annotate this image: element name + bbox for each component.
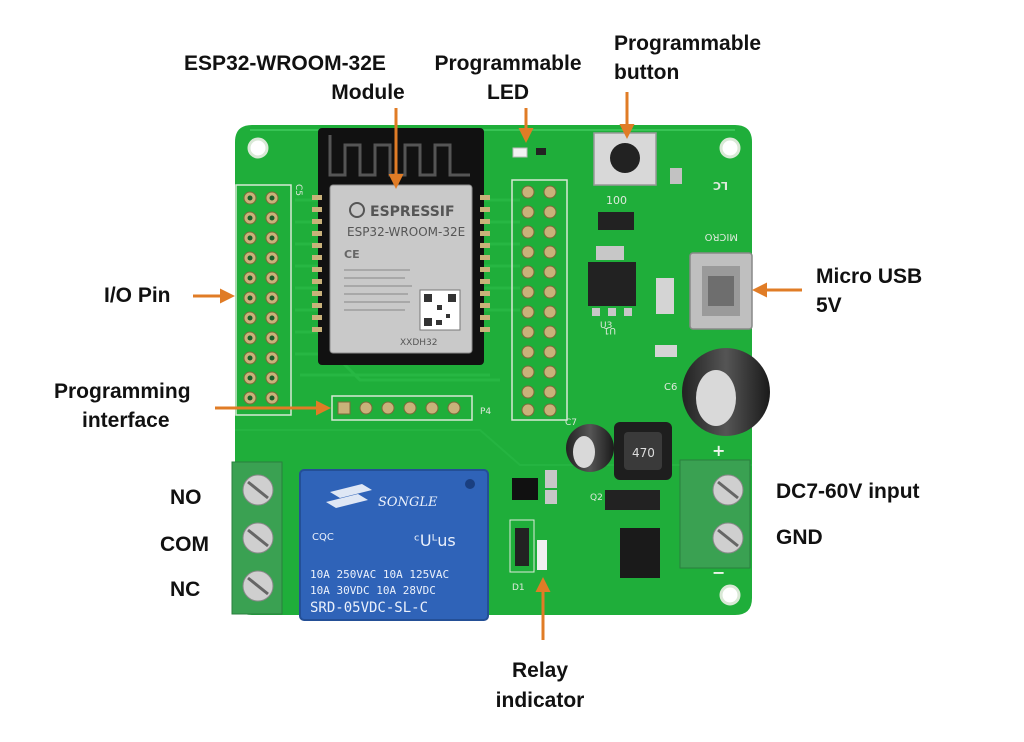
label-relay-indicator-line1: Relay bbox=[511, 659, 569, 682]
label-dc-input: DC7-60V input bbox=[776, 480, 920, 503]
label-io-pin: I/O Pin bbox=[104, 284, 171, 307]
label-gnd: GND bbox=[776, 526, 823, 549]
relay-terminal-block bbox=[231, 461, 283, 615]
ul-mark-icon: ᶜUᴸus bbox=[414, 531, 456, 550]
label-module-line1: ESP32-WROOM-32E bbox=[184, 52, 386, 75]
silk-c6: C6 bbox=[664, 382, 677, 393]
label-button-line2: button bbox=[614, 61, 680, 84]
silk-micro: MICRO bbox=[704, 231, 738, 242]
silk-d1: D1 bbox=[512, 583, 525, 593]
relay-rating-2: 10A 30VDC 10A 28VDC bbox=[310, 584, 436, 597]
label-prog-if-line2: interface bbox=[82, 409, 170, 432]
smd-components: 100 U3 Q2 D1 bbox=[509, 194, 677, 593]
label-led-line2: LED bbox=[487, 81, 529, 104]
programmable-led bbox=[512, 147, 546, 158]
label-module-line2: Module bbox=[331, 81, 405, 104]
io-pin-header-left bbox=[235, 184, 292, 416]
label-com: COM bbox=[160, 533, 209, 556]
module-model: ESP32-WROOM-32E bbox=[347, 225, 465, 239]
callout-arrows bbox=[193, 92, 802, 640]
label-button-line1: Programmable bbox=[614, 32, 762, 55]
label-no: NO bbox=[170, 486, 202, 509]
silk-p4: P4 bbox=[480, 407, 491, 417]
silk-100: 100 bbox=[606, 194, 627, 207]
label-relay-indicator-line2: indicator bbox=[495, 689, 585, 712]
io-pin-header-right bbox=[511, 179, 568, 421]
silk-c5: C5 bbox=[293, 184, 303, 196]
label-prog-if-line1: Programming bbox=[54, 380, 191, 403]
inductor-value: 470 bbox=[632, 446, 655, 460]
capacitor-c7: C7 bbox=[565, 418, 614, 472]
cqc-mark-icon: CQC bbox=[312, 532, 334, 543]
label-usb-line2: 5V bbox=[816, 294, 842, 317]
inductor: 470 bbox=[614, 422, 672, 480]
module-code: XXDH32 bbox=[400, 338, 437, 348]
ce-mark-icon: CE bbox=[344, 248, 360, 261]
relay-rating-1: 10A 250VAC 10A 125VAC bbox=[310, 568, 449, 581]
module-brand: ESPRESSIF bbox=[370, 204, 455, 220]
espressif-logo-icon bbox=[349, 202, 365, 218]
capacitor-c6: C6 bbox=[664, 348, 770, 436]
relay-model: SRD-05VDC-SL-C bbox=[310, 600, 428, 616]
esp32-module: ESPRESSIF ESP32-WROOM-32E CE XXDH32 bbox=[312, 128, 490, 365]
programming-header: P4 bbox=[331, 395, 491, 421]
dc-terminal-block: + − bbox=[679, 441, 751, 582]
silk-u1: U1 bbox=[604, 325, 616, 335]
minus-mark-icon: − bbox=[712, 563, 725, 582]
relay: SONGLE CQC ᶜUᴸus 10A 250VAC 10A 125VAC 1… bbox=[299, 469, 489, 621]
silk-c7: C7 bbox=[565, 418, 577, 428]
micro-usb-port: MICRO bbox=[689, 231, 753, 330]
programmable-button bbox=[593, 132, 682, 186]
label-usb-line1: Micro USB bbox=[816, 265, 923, 288]
silk-u3: U3 bbox=[600, 321, 612, 331]
plus-mark-icon: + bbox=[712, 441, 725, 460]
label-nc: NC bbox=[170, 578, 201, 601]
silk-q2: Q2 bbox=[590, 493, 603, 503]
silk-lc: LC bbox=[713, 179, 728, 192]
relay-brand: SONGLE bbox=[378, 495, 438, 510]
label-led-line1: Programmable bbox=[434, 52, 582, 75]
